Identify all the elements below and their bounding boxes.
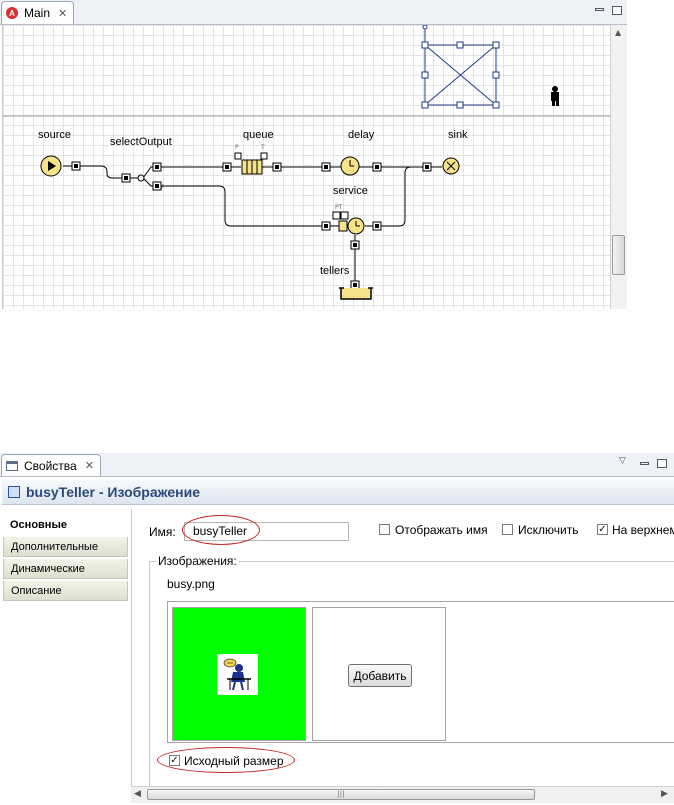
show-name-checkbox[interactable] — [379, 524, 390, 535]
add-image-slot: Добавить — [312, 607, 446, 741]
diagram-svg — [3, 25, 610, 300]
tab-properties-label: Свойства — [24, 458, 77, 473]
minimize-icon[interactable] — [640, 462, 649, 465]
nav-item-description[interactable]: Описание — [3, 581, 128, 601]
select-output-label: selectOutput — [110, 136, 172, 148]
properties-horizontal-scrollbar[interactable]: ◀ ||| ▶ — [131, 786, 674, 803]
nav-item-dynamic[interactable]: Динамические — [3, 559, 128, 579]
busy-teller-svg — [223, 658, 251, 691]
view-menu-icon[interactable]: ▽ — [619, 456, 626, 466]
add-image-button[interactable]: Добавить — [348, 664, 412, 687]
highlight-oval-original-size — [157, 747, 295, 773]
properties-hscroll-thumb[interactable]: ||| — [147, 789, 535, 800]
properties-nav: Основные Дополнительные Динамические Опи… — [3, 509, 128, 601]
service-block[interactable] — [332, 211, 365, 235]
close-icon[interactable]: ✕ — [58, 6, 68, 20]
source-block[interactable] — [40, 155, 62, 177]
main-editor-view: A Main ✕ — [0, 0, 627, 309]
queue-port-t-label: T — [261, 144, 265, 151]
selected-image-shape[interactable] — [421, 25, 500, 109]
main-tab-bar: A Main ✕ — [0, 0, 627, 25]
tellers-block[interactable] — [339, 287, 373, 300]
exclude-label: Исключить — [518, 523, 579, 537]
service-label: service — [333, 185, 368, 197]
source-label: source — [38, 129, 72, 141]
tab-properties[interactable]: Свойства ✕ — [1, 454, 101, 476]
on-top-checkbox[interactable]: ✓ — [597, 523, 608, 535]
queue-block[interactable] — [234, 152, 268, 175]
diagram-canvas[interactable]: source selectOutput queue delay sink ser… — [2, 25, 610, 309]
nav-item-label: Дополнительные — [11, 540, 99, 553]
diagram-vertical-scrollbar[interactable]: ▲ — [610, 25, 627, 309]
name-label: Имя: — [149, 525, 176, 539]
delay-block[interactable] — [340, 156, 360, 176]
nav-item-general[interactable]: Основные — [3, 515, 128, 535]
service-port-pt-label: PT — [335, 204, 343, 211]
scroll-left-icon[interactable]: ◀ — [134, 789, 141, 799]
properties-icon — [6, 460, 18, 471]
show-name-label: Отображать имя — [395, 523, 488, 537]
anylogic-a-icon: A — [6, 7, 18, 19]
delay-label: delay — [348, 129, 375, 141]
scroll-right-icon[interactable]: ▶ — [661, 789, 668, 799]
tab-main[interactable]: A Main ✕ — [1, 1, 75, 24]
queue-port-p-label: P — [235, 144, 239, 151]
properties-title: busyTeller - Изображение — [26, 484, 201, 500]
images-group-label: Изображения: — [156, 554, 239, 568]
close-icon[interactable]: ✕ — [84, 459, 94, 472]
nav-item-advanced[interactable]: Дополнительные — [3, 537, 128, 557]
busy-teller-icon — [217, 654, 258, 695]
on-top-label: На верхнем — [612, 523, 674, 537]
maximize-icon[interactable] — [612, 6, 622, 15]
queue-label: queue — [243, 129, 274, 141]
person-icon[interactable] — [551, 86, 559, 106]
properties-tab-bar: Свойства ✕ ▽ — [0, 453, 674, 477]
diagram-vscroll-thumb[interactable] — [612, 235, 625, 275]
minimize-icon[interactable] — [595, 8, 604, 11]
select-output-block[interactable] — [137, 174, 145, 182]
scroll-up-icon[interactable]: ▲ — [615, 28, 622, 37]
nav-item-label: Основные — [10, 519, 67, 531]
nav-item-label: Описание — [11, 584, 62, 597]
exclude-checkbox[interactable] — [502, 524, 513, 535]
image-thumbnail[interactable] — [172, 607, 306, 741]
properties-title-bar: busyTeller - Изображение — [2, 480, 674, 505]
properties-view: Свойства ✕ ▽ busyTeller - Изображение Ос… — [0, 453, 674, 805]
sink-block[interactable] — [442, 157, 460, 175]
tellers-label: tellers — [320, 265, 350, 277]
maximize-icon[interactable] — [657, 459, 667, 468]
highlight-oval-name — [182, 515, 260, 545]
properties-content: Имя: busyTeller Отображать имя Исключить… — [131, 509, 674, 794]
tab-main-label: Main — [24, 6, 51, 20]
image-file-name: busy.png — [167, 577, 215, 591]
image-object-icon — [8, 486, 20, 498]
select-port-f-label: F — [161, 184, 165, 191]
sink-label: sink — [448, 129, 468, 141]
ports — [71, 161, 432, 290]
nav-item-label: Динамические — [11, 562, 85, 575]
connector-lines — [63, 165, 442, 283]
